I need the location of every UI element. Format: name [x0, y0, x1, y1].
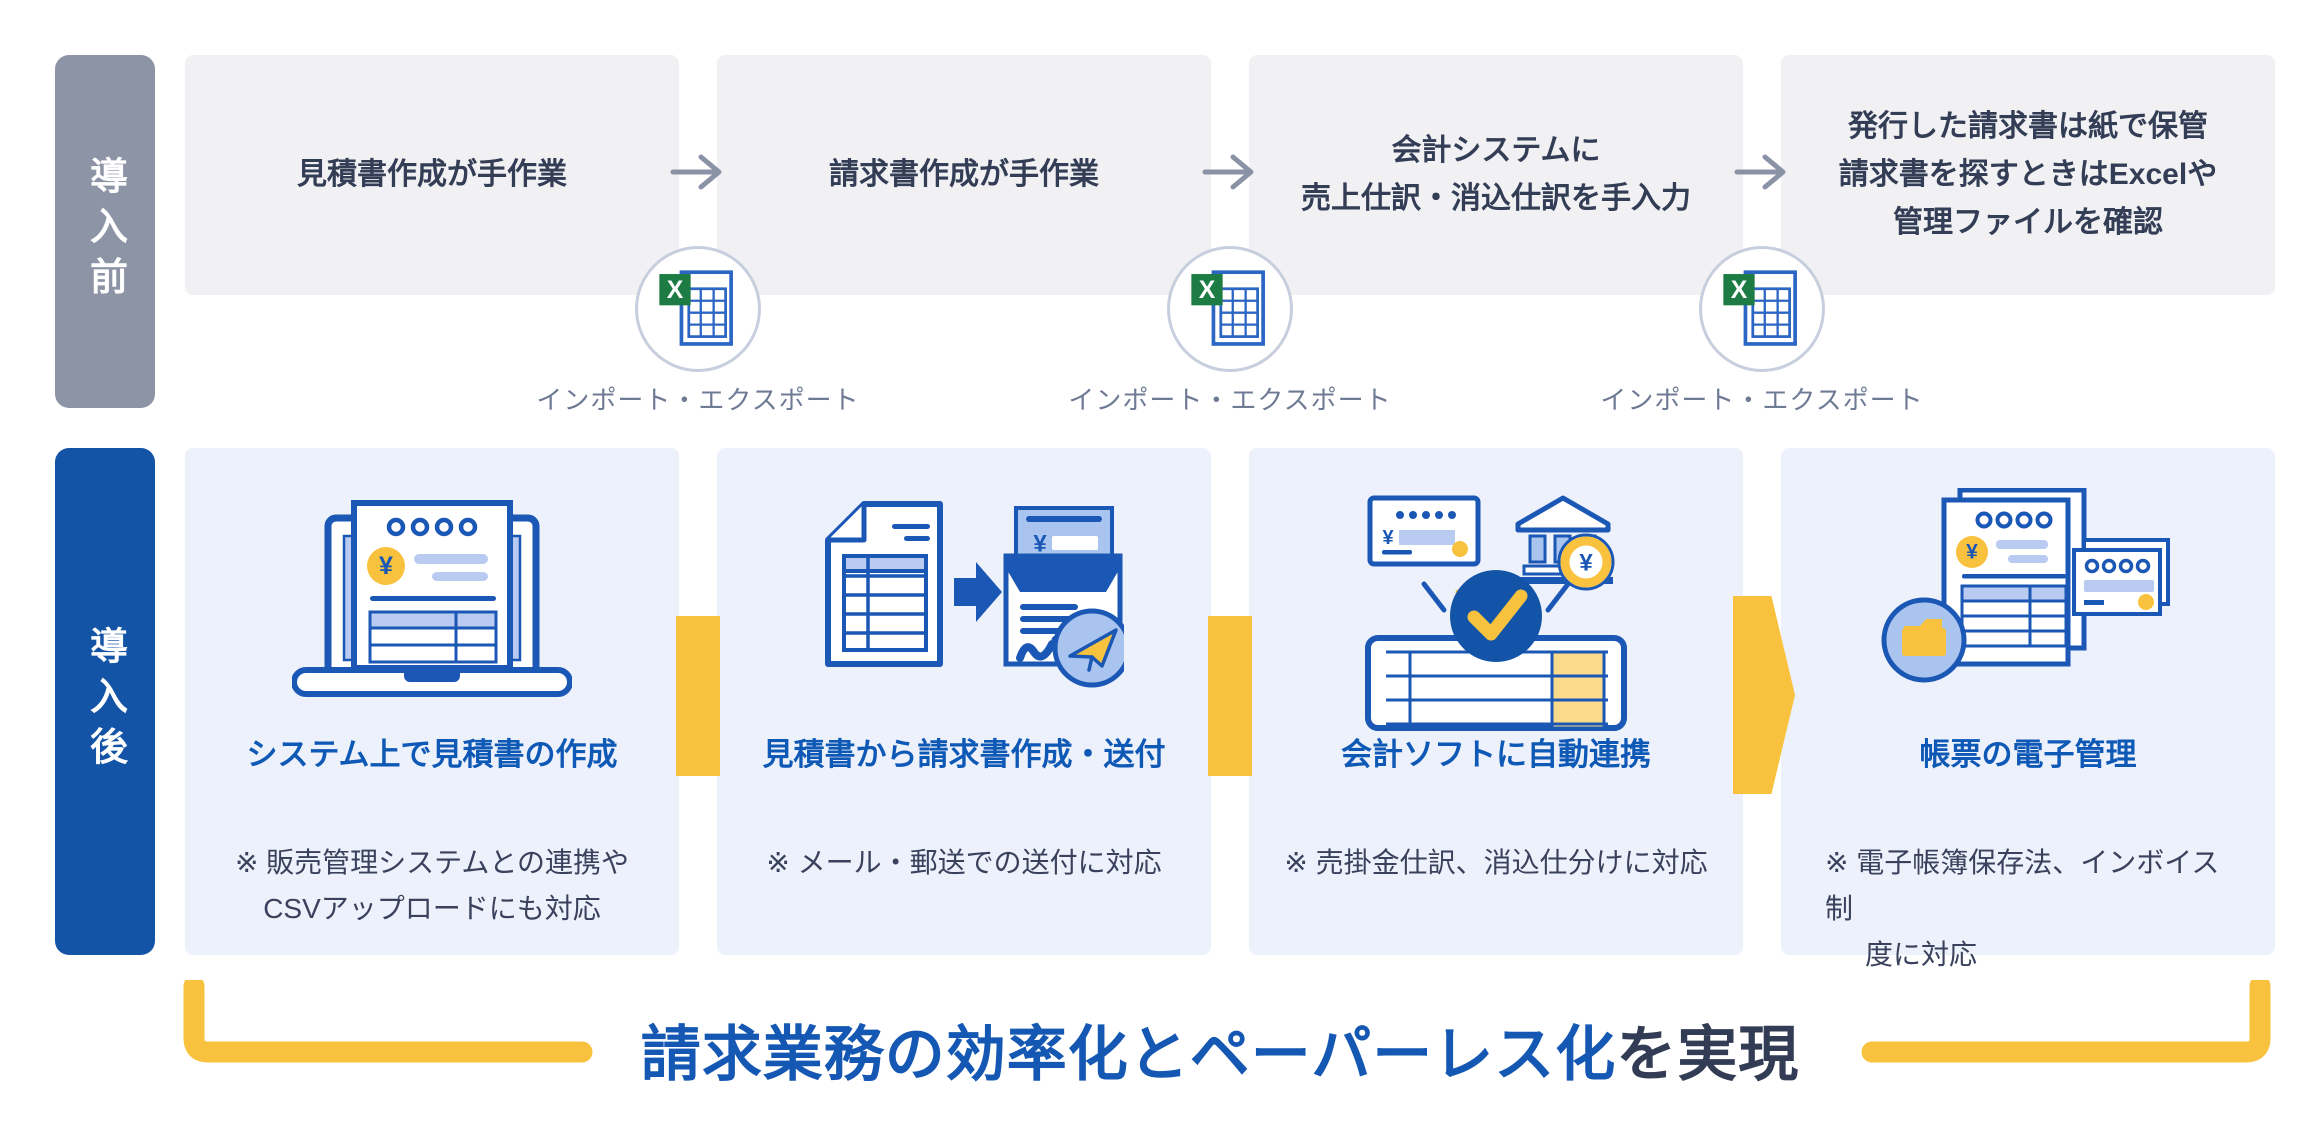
svg-text:¥: ¥ — [1579, 550, 1593, 577]
excel-icon: X — [635, 246, 761, 372]
bracket-left — [183, 980, 593, 1063]
connector-bar — [1208, 616, 1252, 776]
invoice-send-illustration: ¥ — [825, 501, 1124, 688]
excel-icon: X — [1167, 246, 1293, 372]
before-step-4-line1: 発行した請求書は紙で保管 — [1848, 110, 2208, 143]
import-export-label: インポート・エクスポート — [1068, 385, 1392, 415]
before-step-2: 請求書作成が手作業 — [717, 55, 1211, 295]
right-arrow-icon — [670, 154, 722, 190]
footer-caption-suffix: を実現 — [1616, 1021, 1800, 1088]
before-rail-label: 導入前 — [83, 156, 126, 307]
before-step-3-line2: 売上仕訳・消込仕訳を手入力 — [1301, 182, 1691, 215]
before-step-1-text: 見積書作成が手作業 — [297, 158, 567, 191]
accounting-sync-illustration: ¥ ¥ — [1365, 495, 1627, 731]
before-step-2-text: 請求書作成が手作業 — [829, 158, 1099, 191]
after-step-3-note: ※ 売掛金仕訳、消込仕分けに対応 — [1249, 840, 1743, 886]
after-step-3-note-line1: ※ 売掛金仕訳、消込仕分けに対応 — [1284, 847, 1708, 878]
after-step-2-note-line1: ※ メール・郵送での送付に対応 — [766, 847, 1162, 878]
svg-text:X: X — [667, 277, 684, 304]
connector-bar — [676, 616, 720, 776]
import-export-label: インポート・エクスポート — [536, 385, 860, 415]
after-step-1-title: システム上で見積書の作成 — [246, 737, 618, 772]
before-step-4: 発行した請求書は紙で保管 請求書を探すときはExcelや 管理ファイルを確認 — [1781, 55, 2275, 295]
after-rail: 導入後 — [55, 448, 155, 955]
digital-docs-illustration: ¥ — [1881, 488, 2170, 683]
svg-text:¥: ¥ — [379, 552, 393, 580]
laptop-estimate-illustration: ¥ — [292, 500, 572, 697]
right-arrow-icon — [1734, 154, 1786, 190]
after-step-4-title: 帳票の電子管理 — [1919, 737, 2137, 772]
svg-text:X: X — [1731, 277, 1748, 304]
svg-text:X: X — [1199, 277, 1216, 304]
before-step-3-line1: 会計システムに — [1391, 134, 1601, 167]
after-step-2-note: ※ メール・郵送での送付に対応 — [717, 840, 1211, 886]
after-step-4-note: ※ 電子帳簿保存法、インボイス制 度に対応 — [1781, 840, 2231, 978]
footer-caption: 請求業務の効率化とペーパーレス化を実現 — [540, 1006, 1900, 1093]
after-step-4-note-line1: ※ 電子帳簿保存法、インボイス制 — [1825, 847, 2220, 924]
before-rail: 導入前 — [55, 55, 155, 408]
after-rail-label: 導入後 — [83, 626, 126, 777]
svg-text:¥: ¥ — [1382, 527, 1394, 549]
after-step-2-title: 見積書から請求書作成・送付 — [762, 737, 1166, 772]
right-arrow-icon — [1202, 154, 1254, 190]
svg-text:¥: ¥ — [1966, 541, 1978, 564]
after-step-4-note-line2: 度に対応 — [1865, 939, 1978, 970]
after-step-2 — [717, 448, 1211, 955]
after-step-1-note-line2: CSVアップロードにも対応 — [263, 893, 601, 924]
import-export-label: インポート・エクスポート — [1600, 385, 1924, 415]
before-step-1: 見積書作成が手作業 — [185, 55, 679, 295]
after-step-3-title: 会計ソフトに自動連携 — [1341, 737, 1651, 772]
after-step-1-note-line1: ※ 販売管理システムとの連携や — [234, 847, 630, 878]
bracket-right — [1861, 980, 2271, 1063]
before-step-3: 会計システムに 売上仕訳・消込仕訳を手入力 — [1249, 55, 1743, 295]
after-step-1-note: ※ 販売管理システムとの連携や CSVアップロードにも対応 — [185, 840, 679, 932]
footer-caption-highlight: 請求業務の効率化とペーパーレス化 — [640, 1021, 1617, 1088]
before-step-4-line2: 請求書を探すときはExcelや — [1838, 158, 2218, 191]
excel-icon: X — [1699, 246, 1825, 372]
before-step-4-line3: 管理ファイルを確認 — [1893, 206, 2163, 239]
svg-text:¥: ¥ — [1033, 531, 1047, 558]
